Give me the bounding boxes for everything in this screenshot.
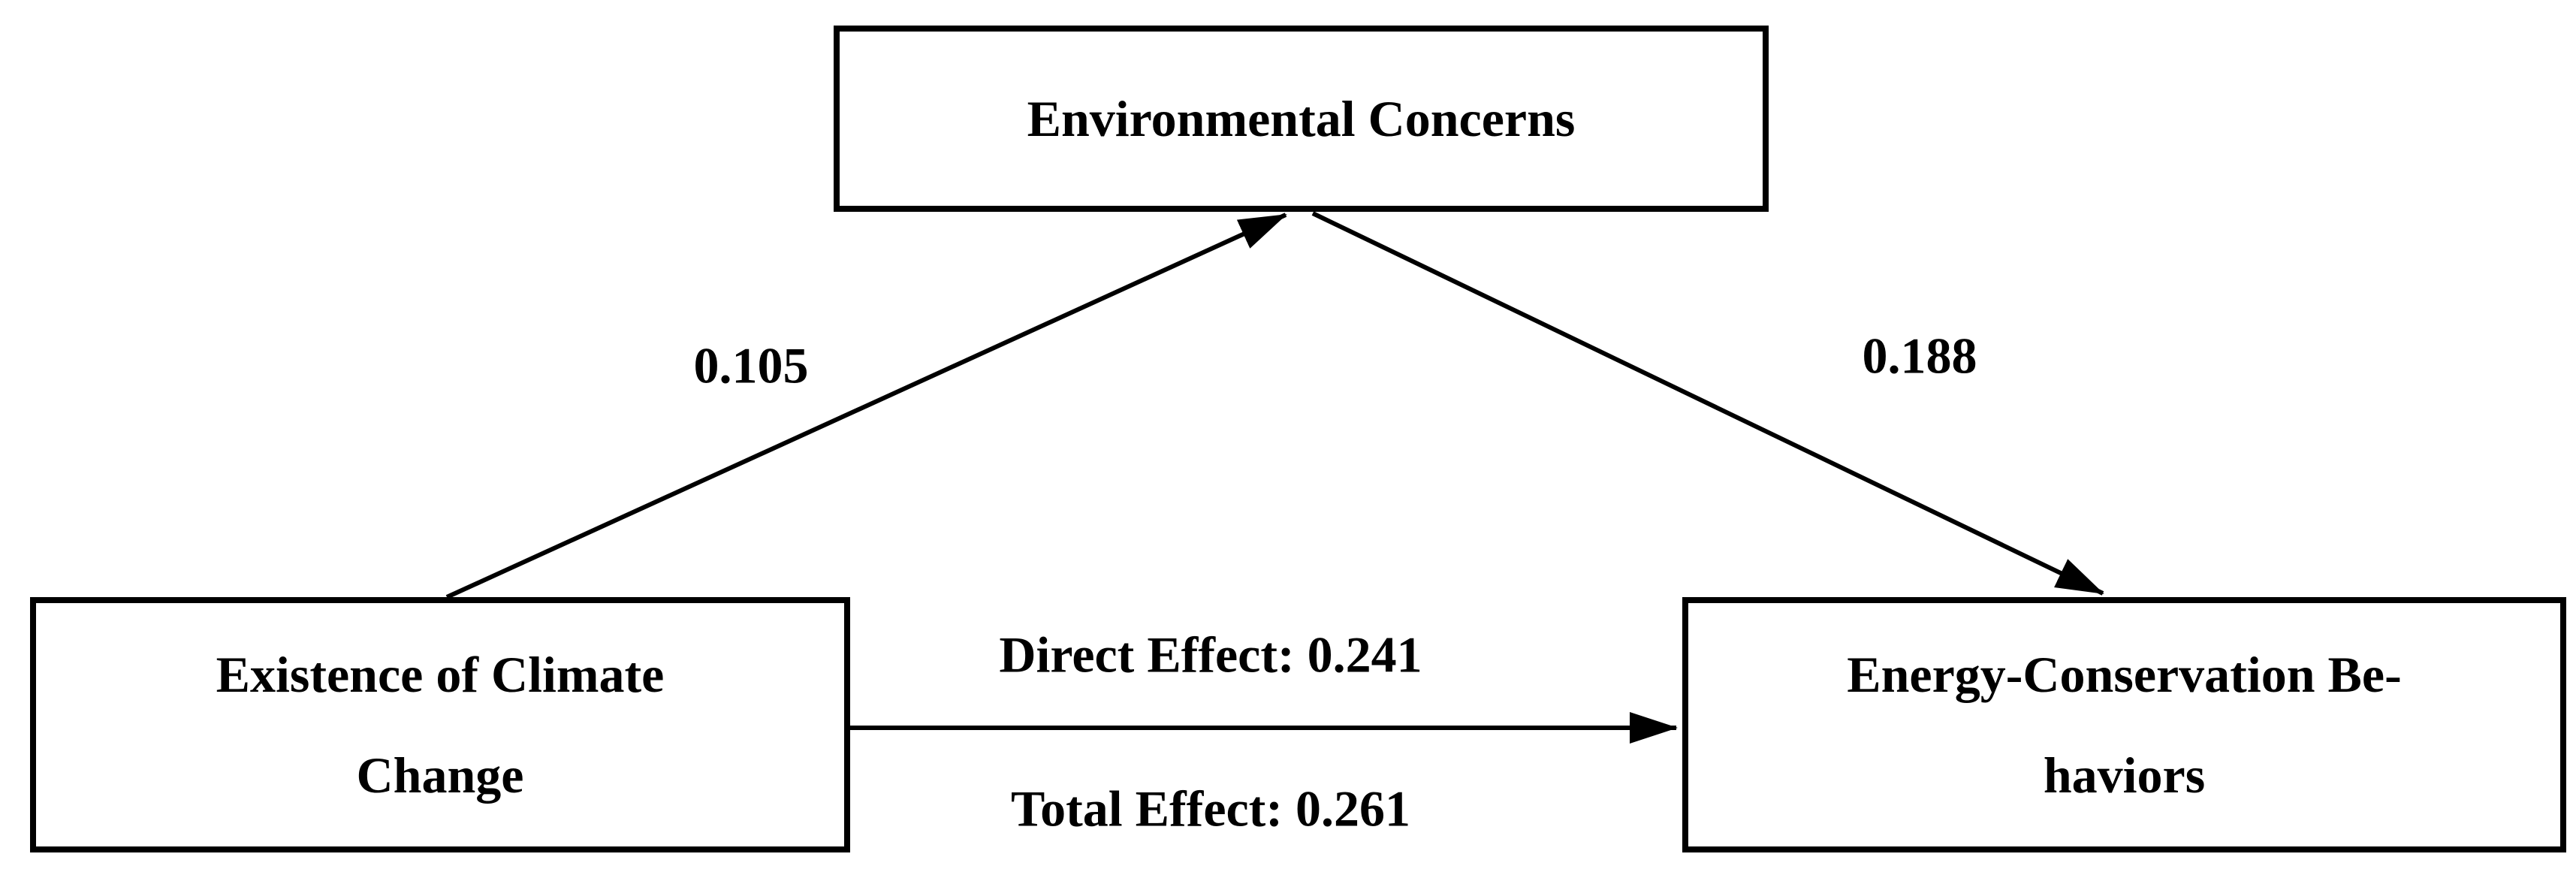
node-environmental-concerns-label: Environmental Concerns: [1027, 90, 1576, 147]
direct-effect-label: Direct Effect: 0.241: [999, 626, 1422, 683]
node-energy-conservation-behaviors-label-line1: Energy-Conservation Be-: [1847, 646, 2402, 703]
total-effect-label: Total Effect: 0.261: [1011, 780, 1410, 837]
node-existence-of-climate-change-label-line1: Existence of Climate: [216, 646, 665, 703]
edge-a-path-coefficient: 0.105: [693, 336, 809, 394]
edge-a-path-arrow: [445, 213, 1287, 599]
node-existence-of-climate-change: Existence of Climate Change: [30, 597, 850, 852]
node-energy-conservation-behaviors-label-line2: haviors: [2043, 747, 2206, 804]
node-energy-conservation-behaviors: Energy-Conservation Be- haviors: [1682, 597, 2566, 852]
node-existence-of-climate-change-label-line2: Change: [356, 747, 524, 804]
edge-b-path-coefficient: 0.188: [1862, 327, 1977, 385]
edge-b-path-arrow: [1311, 211, 2104, 596]
node-environmental-concerns: Environmental Concerns: [834, 26, 1769, 212]
